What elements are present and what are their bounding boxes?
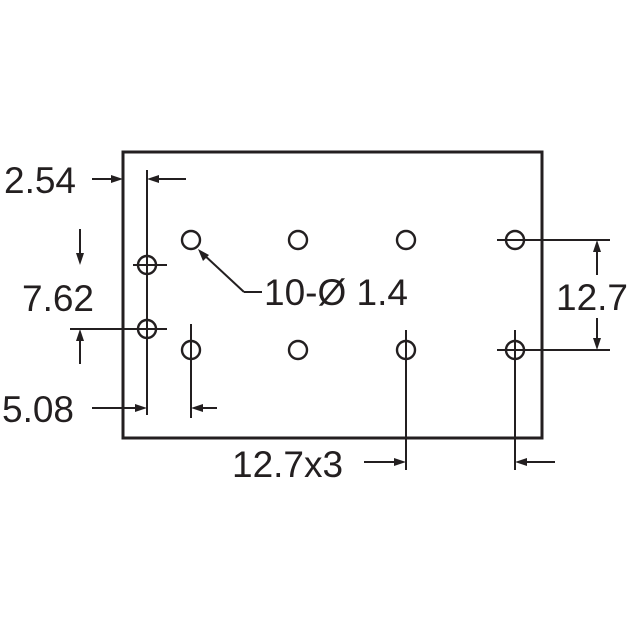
label-2-54: 2.54	[4, 160, 76, 201]
hole-group	[136, 229, 526, 361]
label-12-7x3: 12.7x3	[232, 444, 343, 485]
dimension-7-62	[70, 229, 167, 364]
hole-top-3	[395, 229, 417, 251]
label-hole-spec: 10-Ø 1.4	[264, 272, 408, 313]
dimension-5-08	[92, 324, 217, 418]
label-5-08: 5.08	[2, 389, 74, 430]
dimension-12-7x3	[364, 330, 555, 470]
label-7-62: 7.62	[22, 278, 94, 319]
hole-bottom-2	[287, 339, 309, 361]
hole-callout-leader	[198, 249, 262, 293]
hole-top-1	[180, 229, 202, 251]
dimension-2-54	[92, 170, 186, 415]
label-12-7-vertical: 12.7	[556, 277, 628, 318]
hole-top-2	[287, 229, 309, 251]
board-outline	[121, 150, 544, 440]
